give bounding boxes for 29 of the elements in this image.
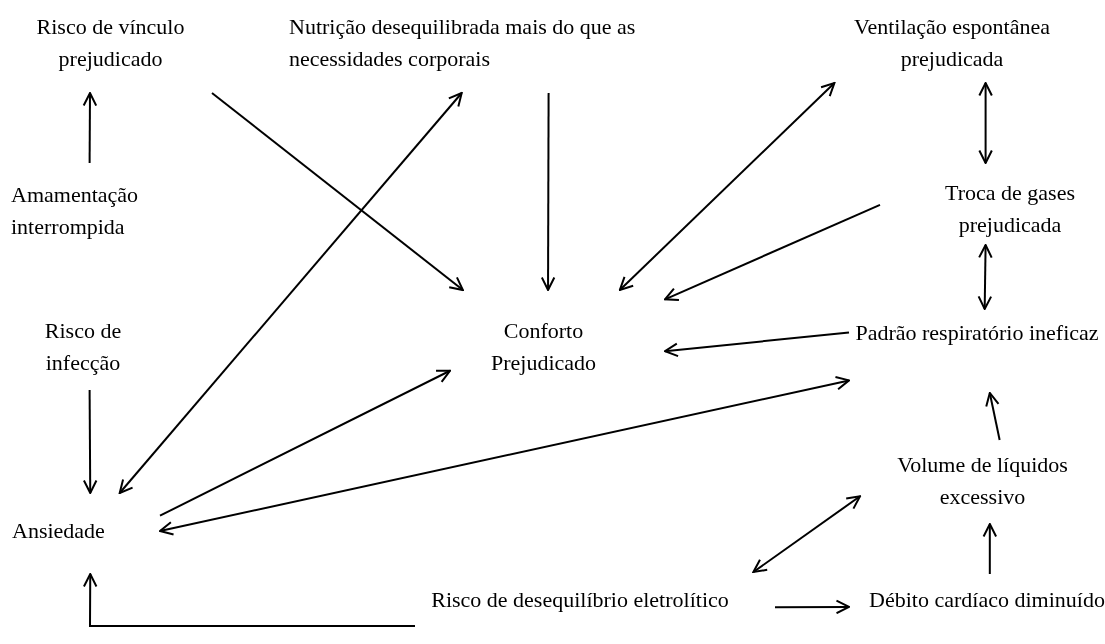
diagnosis-label: Ansiedade	[12, 517, 105, 545]
arrow	[159, 369, 451, 517]
diagnosis-label: Amamentação interrompida	[11, 181, 140, 241]
diagnosis-label: Padrão respiratório ineficaz	[855, 319, 1099, 347]
arrow	[982, 523, 998, 575]
arrow	[82, 92, 98, 164]
arrow	[540, 92, 556, 291]
double-arrow	[118, 92, 463, 494]
arrow	[211, 92, 464, 291]
arrow	[82, 573, 416, 627]
diagnosis-label: Risco de infecção	[43, 317, 123, 377]
double-arrow	[752, 495, 861, 573]
diagnosis-label: Volume de líquidos excessivo	[896, 451, 1069, 511]
diagnosis-label: Troca de gases prejudicada	[944, 179, 1076, 239]
double-arrow	[159, 375, 850, 536]
diagnosis-label: Conforto Prejudicado	[489, 317, 598, 377]
diagnosis-label: Débito cardíaco diminuído	[869, 586, 1105, 614]
diagnosis-label: Risco de desequilíbrio eletrolítico	[431, 586, 729, 614]
double-arrow	[618, 82, 836, 291]
diagnosis-label: Ventilação espontânea prejudicada	[852, 13, 1052, 73]
double-arrow	[978, 82, 993, 164]
arrow	[664, 203, 881, 302]
arrow	[82, 389, 98, 494]
arrow	[985, 392, 1001, 441]
arrow	[664, 331, 850, 358]
diagnosis-label: Nutrição desequilibrada mais do que as necessidades corporais	[289, 13, 637, 73]
diagnosis-label: Risco de vínculo prejudicado	[35, 13, 186, 73]
double-arrow	[977, 244, 993, 310]
arrow	[774, 599, 850, 615]
